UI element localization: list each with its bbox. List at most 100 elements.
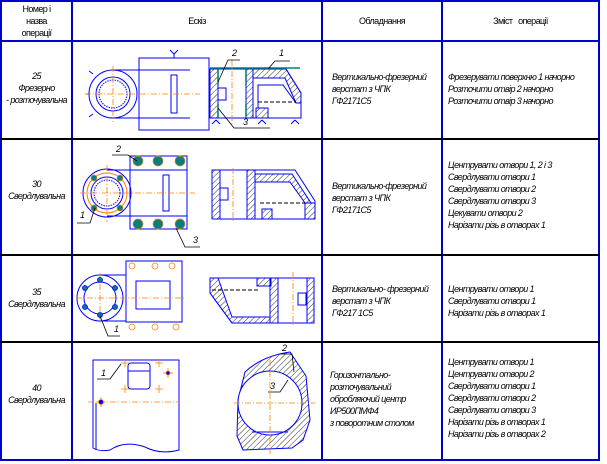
sketch-op30-leaders (77, 154, 200, 248)
row-40-operations: Центрувати отвори 1 Центрувати отвори 2 … (448, 356, 598, 440)
operation-step: Центрувати отвори 1, 2 і 3 (448, 160, 552, 170)
operation-step: Розточити отвір 2 начорно (448, 84, 553, 94)
header-number: Номер і назва операції (2, 3, 71, 39)
operation-name-line: - розточувальна (6, 95, 68, 105)
equipment-line: верстат з ЧПК (332, 84, 391, 94)
sketch-op25-leaders (217, 59, 290, 129)
operation-name-line: Фрезерно (18, 83, 55, 93)
sketch-op40-axes-section (234, 360, 315, 455)
operation-step: Центрувати отвори 2 (448, 369, 535, 379)
sketch-op30-axes (80, 165, 195, 222)
row-separator (0, 138, 600, 140)
sketch-op35-plan-view (76, 260, 183, 323)
operation-number: 35 (32, 287, 41, 297)
header-content: Зміст операції (493, 16, 548, 26)
operation-name-line: Свердлувальна (8, 395, 65, 405)
operation-step: Свердлувати отвори 3 (448, 405, 536, 415)
sketch-op35-holes (82, 277, 118, 318)
sketch-op35-threaded-holes (128, 262, 180, 331)
header-sketch: Ескіз (188, 16, 206, 26)
row-separator (0, 341, 600, 343)
callout-2: 2 (231, 48, 237, 58)
operation-step: Свердлувати отвори 3 (448, 196, 536, 206)
sketch-op30-holes (90, 155, 186, 230)
operation-step: Фрезерувати поверхню 1 начорно (448, 72, 575, 82)
operation-name-line: Свердлувальна (8, 299, 65, 309)
callout-1: 1 (80, 210, 85, 220)
grid-line (598, 0, 600, 461)
operation-number: 40 (32, 383, 41, 393)
row-40-equipment: Горизонтально- розточувальний обробляючи… (330, 369, 440, 429)
equipment-line: ГФ2171С5 (332, 205, 371, 215)
equipment-line: Вертикально-фрезерний (332, 181, 427, 191)
header-number-line: назва (26, 16, 47, 26)
grid-line (441, 0, 443, 461)
callout-1: 1 (279, 48, 284, 58)
sketch-op40-front-view (92, 359, 180, 453)
equipment-line: верстат з ЧПК (332, 296, 391, 306)
row-30-operations: Центрувати отвори 1, 2 і 3 Свердлувати о… (448, 159, 598, 231)
grid-line (0, 0, 2, 461)
equipment-line: з поворотним столом (330, 418, 414, 428)
equipment-line: Горизонтально- (330, 370, 391, 380)
operation-step: Нарізати різь в отворах 2 (448, 429, 546, 439)
row-35-operations: Центрувати отвори 1 Свердлувати отвори 1… (448, 283, 598, 319)
equipment-line: ГФ2171С5 (332, 96, 371, 106)
operation-step: Свердлувати отвори 1 (448, 296, 536, 306)
grid-line (71, 0, 73, 461)
operation-step: Свердлувати отвори 2 (448, 184, 536, 194)
grid-line (0, 40, 600, 42)
operation-step: Розточити отвір 3 начорно (448, 96, 553, 106)
equipment-line: обробляючий центр (330, 394, 406, 404)
sketch-op25-section-view (209, 68, 302, 125)
equipment-line: Вертикально- фрезерний (332, 284, 429, 294)
operation-step: Свердлувати отвори 1 (448, 172, 536, 182)
operation-step: Нарізати різь в отворах 1 (448, 417, 546, 427)
callout-3: 3 (193, 235, 198, 245)
sketch-op40-leaders (97, 353, 295, 393)
sketch-op40-section-view (236, 351, 311, 451)
sketch-op25-axes (85, 66, 200, 122)
operation-step: Свердлувати отвори 1 (448, 381, 536, 391)
header-number-line: операції (21, 28, 52, 38)
row-25-equipment: Вертикально-фрезерний верстат з ЧПК ГФ21… (332, 71, 442, 107)
sketch-op30-plan-view (82, 155, 188, 230)
grid-line (0, 0, 600, 2)
operation-step: Нарізати різь в отворах 1 (448, 220, 546, 230)
operation-step: Центрувати отвори 1 (448, 284, 535, 294)
sketch-op25-plan-view (86, 49, 210, 131)
equipment-line: ИР500ПМФ4 (330, 406, 379, 416)
equipment-line: Вертикально-фрезерний (332, 72, 427, 82)
equipment-line: верстат з ЧПК (332, 193, 391, 203)
sketch-op25-machined-surfaces (210, 67, 300, 118)
operation-step: Цекувати отвори 2 (448, 208, 523, 218)
operation-name-line: Свердлувальна (8, 191, 65, 201)
operation-step: Центрувати отвори 1 (448, 357, 535, 367)
row-35-operation-name: 35 Свердлувальна (2, 286, 71, 310)
equipment-line: розточувальний (330, 382, 392, 392)
row-30-operation-name: 30 Свердлувальна (2, 178, 71, 202)
row-40-operation-name: 40 Свердлувальна (2, 382, 71, 406)
row-25-operations: Фрезерувати поверхню 1 начорно Розточити… (448, 71, 598, 107)
callout-2: 2 (281, 343, 287, 353)
operation-step: Свердлувати отвори 2 (448, 393, 536, 403)
callout-3: 3 (243, 117, 248, 127)
operation-number: 30 (32, 179, 41, 189)
row-35-equipment: Вертикально- фрезерний верстат з ЧПК ГФ2… (332, 283, 442, 319)
header-number-line: Номер і (22, 4, 51, 14)
callout-1: 1 (114, 324, 119, 334)
row-25-operation-name: 25 Фрезерно - розточувальна (2, 70, 71, 106)
callout-1: 1 (101, 368, 106, 378)
callout-3: 3 (270, 381, 275, 391)
equipment-line: ГФ217 1С5 (332, 308, 373, 318)
row-30-equipment: Вертикально-фрезерний верстат з ЧПК ГФ21… (332, 180, 442, 216)
row-separator (0, 254, 600, 256)
sketch-op40-holes (97, 359, 173, 407)
operation-step: Нарізати різь в отворах 1 (448, 308, 546, 318)
header-equipment: Обладнання (358, 16, 406, 26)
sketch-op30-section-view (211, 169, 316, 220)
sketch-op35-section-view (209, 277, 315, 324)
grid-line (0, 459, 600, 461)
